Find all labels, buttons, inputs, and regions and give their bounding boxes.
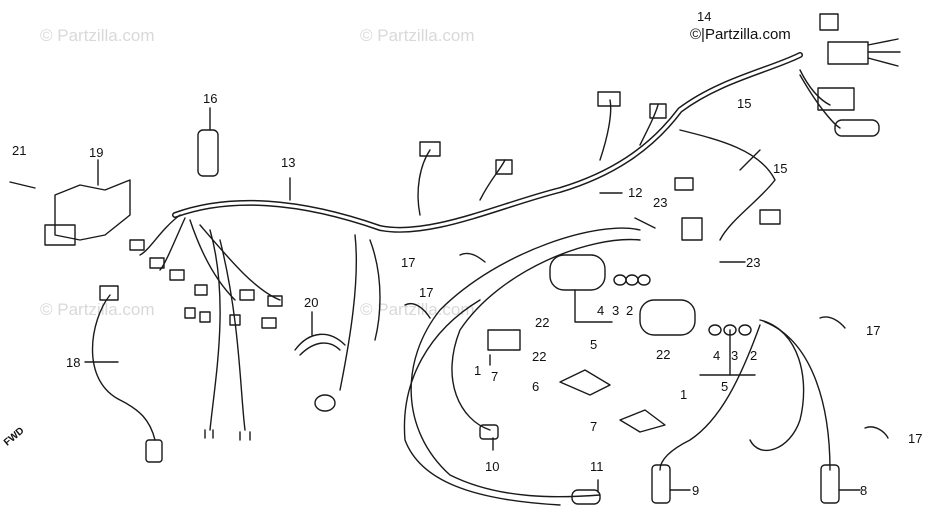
callout-2b: 2 (750, 348, 758, 363)
callout-1b: 1 (680, 387, 688, 402)
callout-12: 12 (628, 185, 643, 200)
callout-3b: 3 (731, 348, 739, 363)
callout-18: 18 (66, 355, 81, 370)
callout-23: 23 (653, 195, 668, 210)
callout-7c: 7 (590, 419, 598, 434)
callout-17b: 17 (419, 285, 434, 300)
callout-13: 13 (281, 155, 296, 170)
callout-2: 2 (626, 303, 634, 318)
callout-22c: 22 (656, 347, 671, 362)
callout-4b: 4 (713, 348, 721, 363)
callout-19: 19 (89, 145, 104, 160)
callout-10: 10 (485, 459, 500, 474)
callout-23b: 23 (746, 255, 761, 270)
callout-8: 8 (860, 483, 868, 498)
watermark-main: ©|Partzilla.com (690, 26, 791, 43)
callout-5: 5 (590, 337, 598, 352)
callout-11: 11 (590, 459, 604, 474)
callout-17: 17 (401, 255, 416, 270)
callout-17d: 17 (908, 431, 923, 446)
callout-5b: 5 (721, 379, 729, 394)
callout-1: 1 (474, 363, 482, 378)
callout-3: 3 (612, 303, 620, 318)
callout-15b: 15 (773, 161, 788, 176)
watermark: © Partzilla.com (40, 26, 155, 45)
callout-22: 22 (535, 315, 550, 330)
watermark: © Partzilla.com (360, 26, 475, 45)
callout-17c: 17 (866, 323, 881, 338)
callout-15: 15 (737, 96, 752, 111)
callout-20: 20 (304, 295, 319, 310)
callout-9: 9 (692, 483, 700, 498)
callout-22b: 22 (532, 349, 547, 364)
callout-21: 21 (12, 143, 27, 158)
callout-14: 14 (697, 9, 712, 24)
callout-4: 4 (597, 303, 605, 318)
callout-7: 7 (491, 369, 499, 384)
callout-6: 6 (532, 379, 540, 394)
watermark: © Partzilla.com (40, 300, 155, 319)
callout-16: 16 (203, 91, 218, 106)
